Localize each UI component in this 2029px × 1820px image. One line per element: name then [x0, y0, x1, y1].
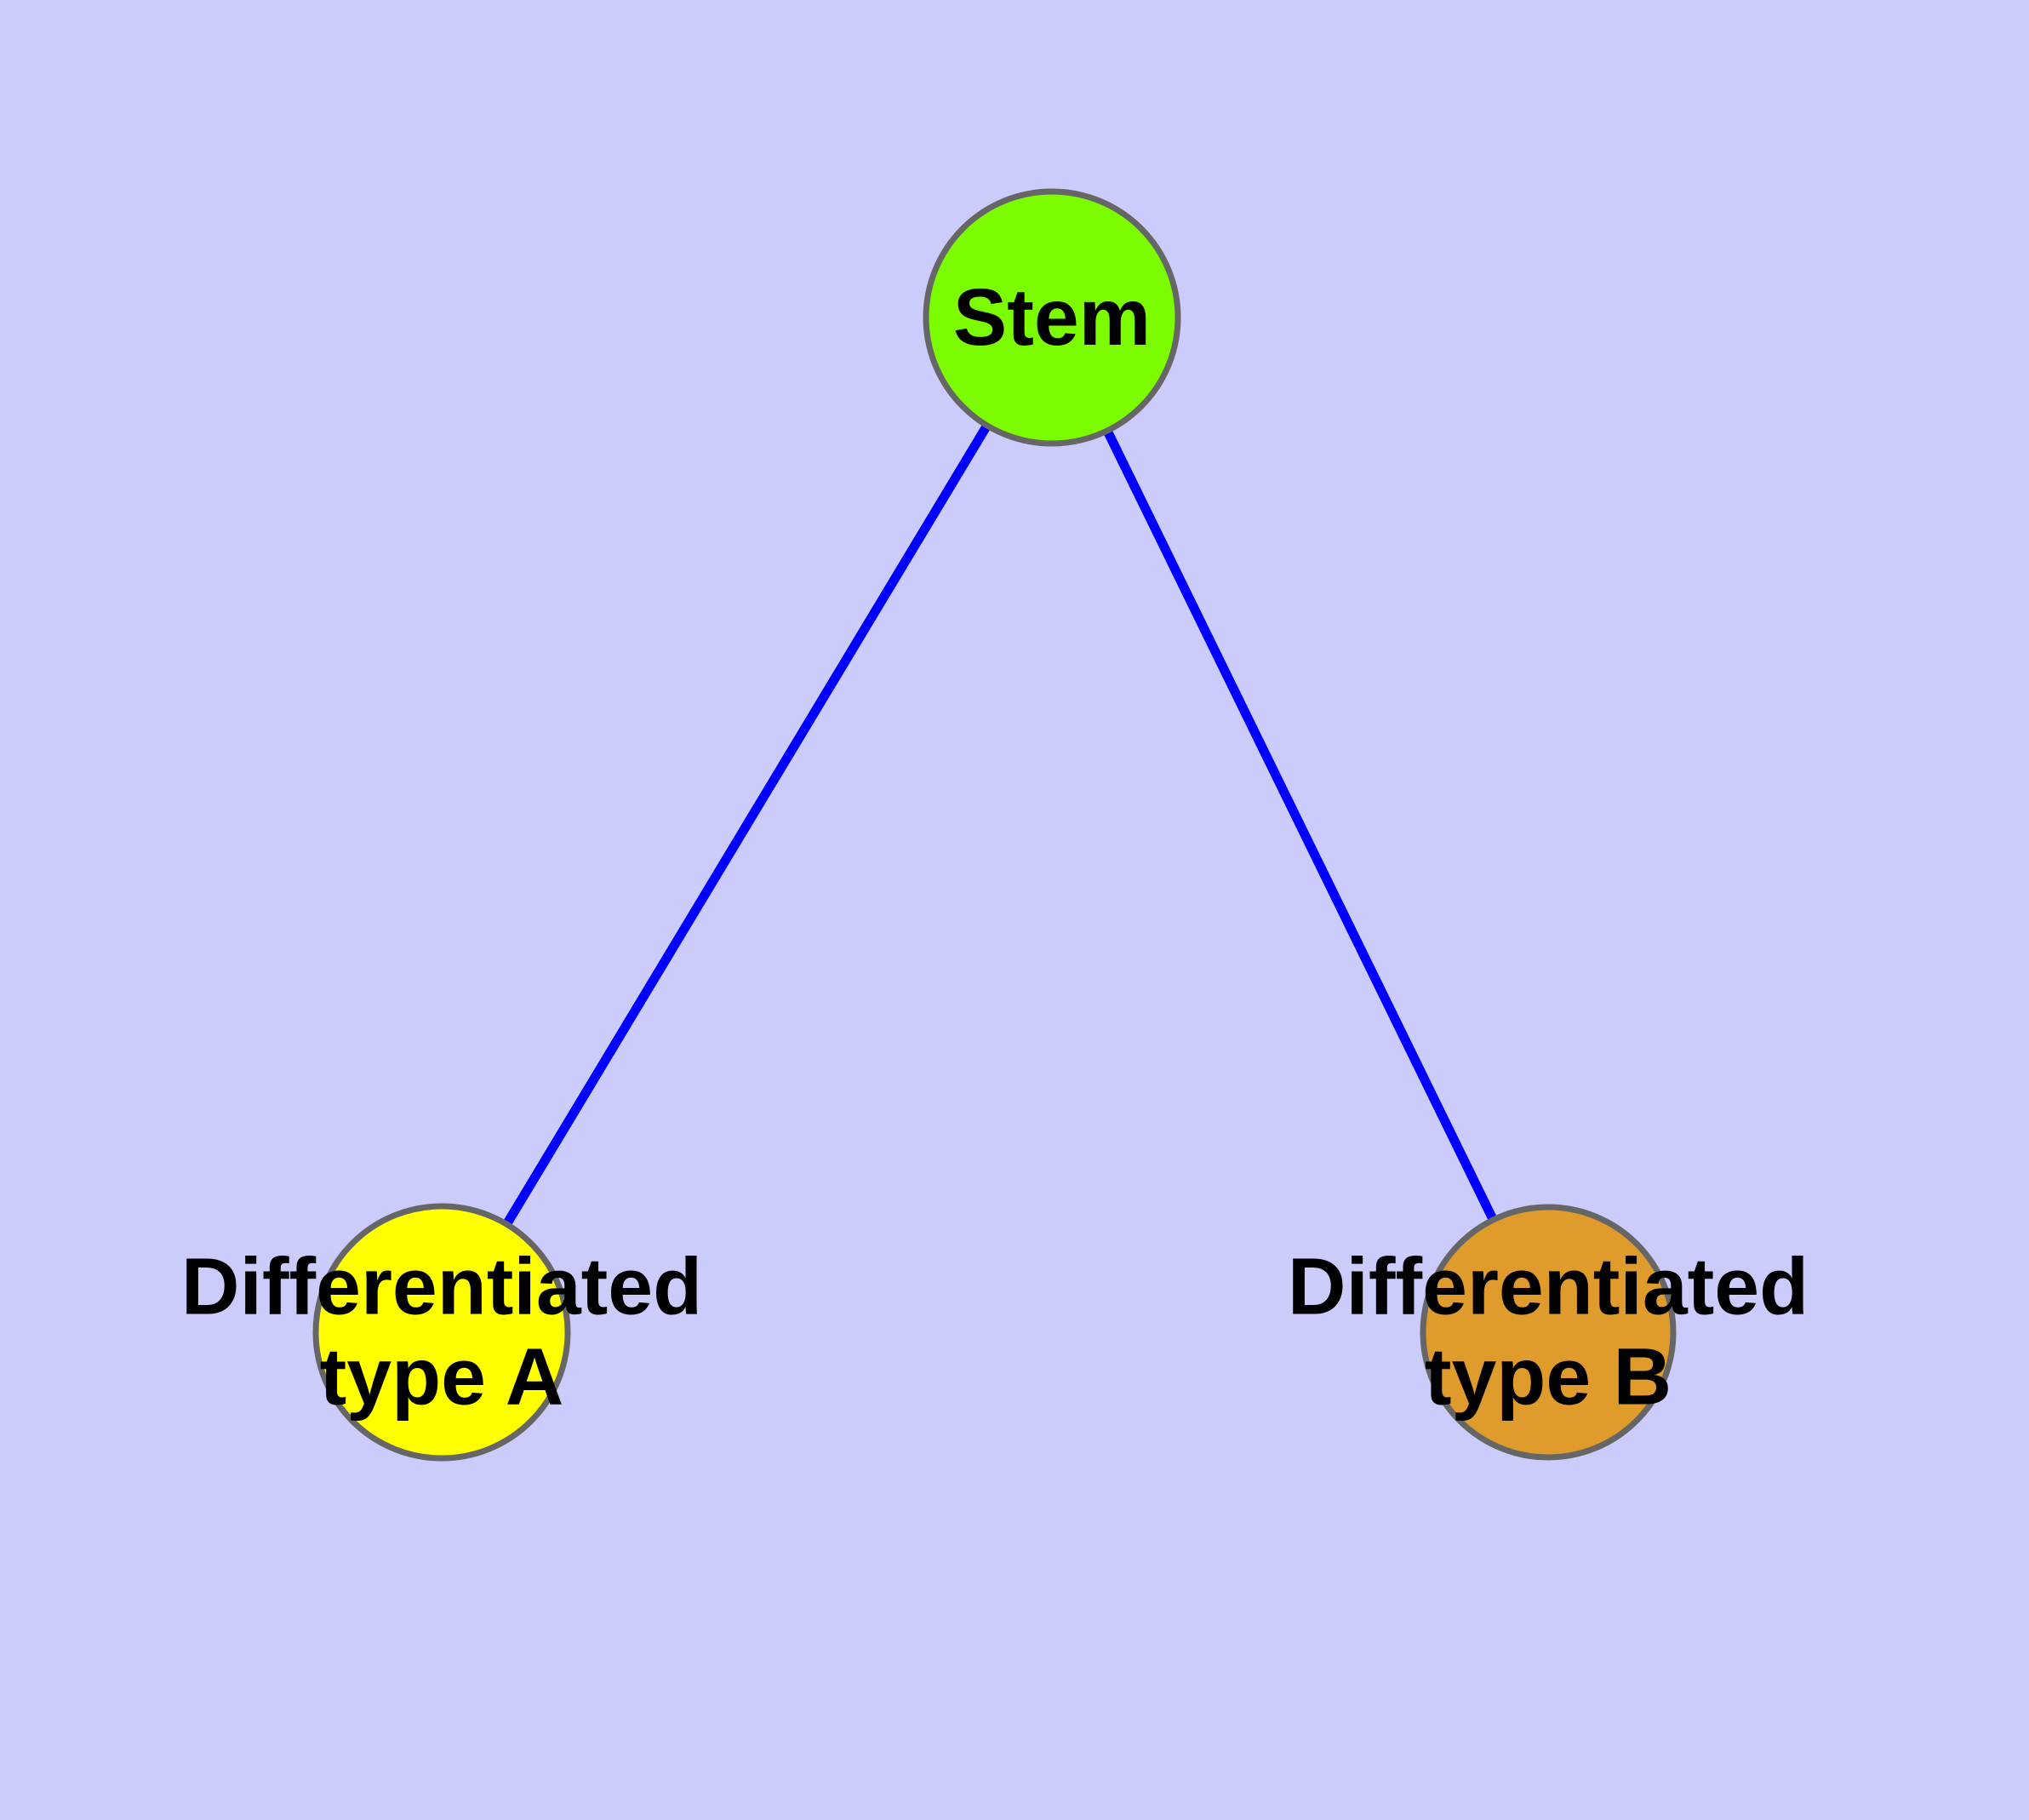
node-diff-a[interactable] [312, 1203, 571, 1462]
edge-layer [501, 421, 1499, 1228]
node-layer [312, 188, 1677, 1462]
node-stem[interactable] [923, 188, 1181, 447]
node-diff-b[interactable] [1420, 1204, 1677, 1461]
edge-stem-to-diff-a[interactable] [501, 421, 992, 1228]
edge-stem-to-diff-b[interactable] [1102, 426, 1499, 1224]
